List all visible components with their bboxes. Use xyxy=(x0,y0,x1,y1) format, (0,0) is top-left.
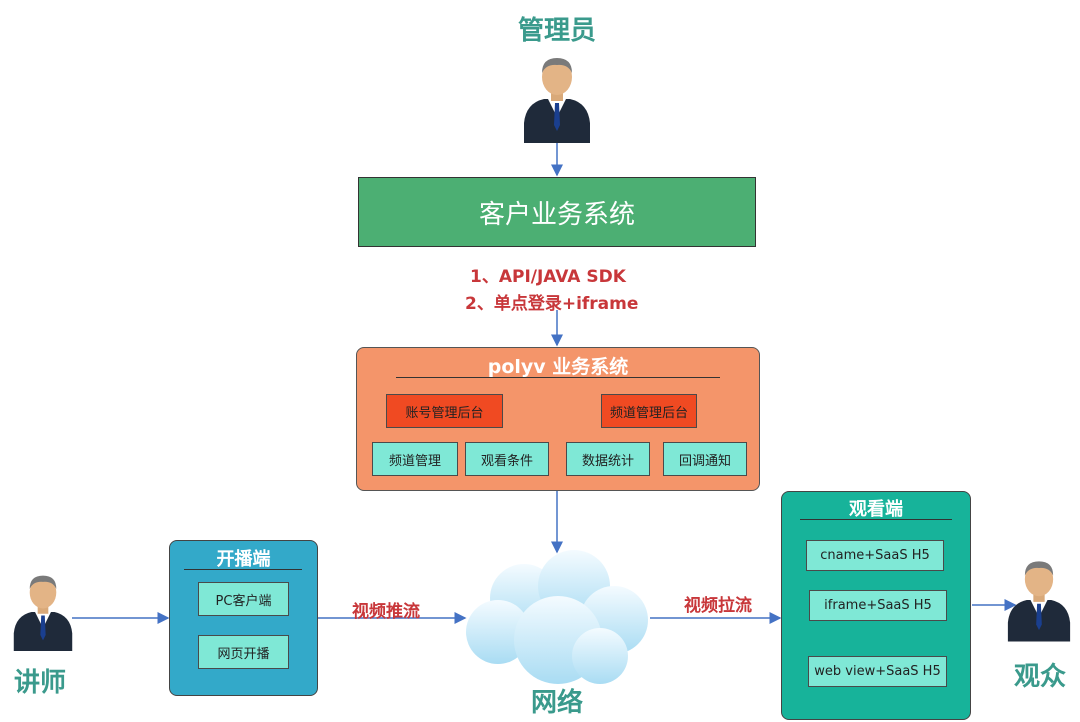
data-statistics-module: 数据统计 xyxy=(566,442,650,476)
broadcast-panel xyxy=(169,540,318,696)
integration-line-1: 1、API/JAVA SDK xyxy=(470,267,626,287)
iframe-saas-h5-item: iframe+SaaS H5 xyxy=(809,590,947,621)
pc-client-item: PC客户端 xyxy=(198,582,289,616)
pull-stream-label: 视频拉流 xyxy=(684,596,752,616)
viewing-conditions-module: 观看条件 xyxy=(465,442,549,476)
callback-notification-label: 回调通知 xyxy=(678,453,731,469)
broadcast-panel-title: 开播端 xyxy=(216,549,271,570)
account-admin-module-label: 账号管理后台 xyxy=(405,405,484,421)
viewing-conditions-label: 观看条件 xyxy=(480,453,533,469)
push-stream-label: 视频推流 xyxy=(352,602,420,622)
lecturer-label: 讲师 xyxy=(13,668,66,698)
channel-admin-module: 频道管理后台 xyxy=(601,394,697,428)
person-icon xyxy=(522,55,592,147)
polyv-panel-title: polyv 业务系统 xyxy=(487,356,629,378)
callback-notification-module: 回调通知 xyxy=(663,442,747,476)
customer-business-system-label: 客户业务系统 xyxy=(478,199,635,230)
polyv-title-divider xyxy=(396,377,720,378)
customer-business-system: 客户业务系统 xyxy=(358,177,756,247)
data-statistics-label: 数据统计 xyxy=(581,453,634,469)
iframe-saas-h5-label: iframe+SaaS H5 xyxy=(824,598,932,613)
viewer-panel-title: 观看端 xyxy=(849,499,903,520)
viewer-title-divider xyxy=(800,519,952,520)
web-broadcast-item: 网页开播 xyxy=(198,635,289,669)
account-admin-module: 账号管理后台 xyxy=(386,394,503,428)
person-icon xyxy=(1006,558,1072,646)
integration-line-2: 2、单点登录+iframe xyxy=(465,294,639,314)
pc-client-label: PC客户端 xyxy=(215,593,272,609)
network-label: 网络 xyxy=(530,688,583,718)
cname-saas-h5-item: cname+SaaS H5 xyxy=(806,540,944,571)
channel-management-module: 频道管理 xyxy=(372,442,458,476)
admin-label: 管理员 xyxy=(517,16,596,46)
broadcast-title-divider xyxy=(184,569,302,570)
cloud-icon xyxy=(462,548,654,692)
channel-admin-module-label: 频道管理后台 xyxy=(609,405,688,421)
web-broadcast-label: 网页开播 xyxy=(217,646,270,662)
person-icon xyxy=(12,572,74,656)
cname-saas-h5-label: cname+SaaS H5 xyxy=(820,548,930,563)
webview-saas-h5-item: web view+SaaS H5 xyxy=(808,656,947,687)
audience-label: 观众 xyxy=(1013,662,1066,692)
webview-saas-h5-label: web view+SaaS H5 xyxy=(814,664,941,679)
channel-management-label: 频道管理 xyxy=(388,453,441,469)
